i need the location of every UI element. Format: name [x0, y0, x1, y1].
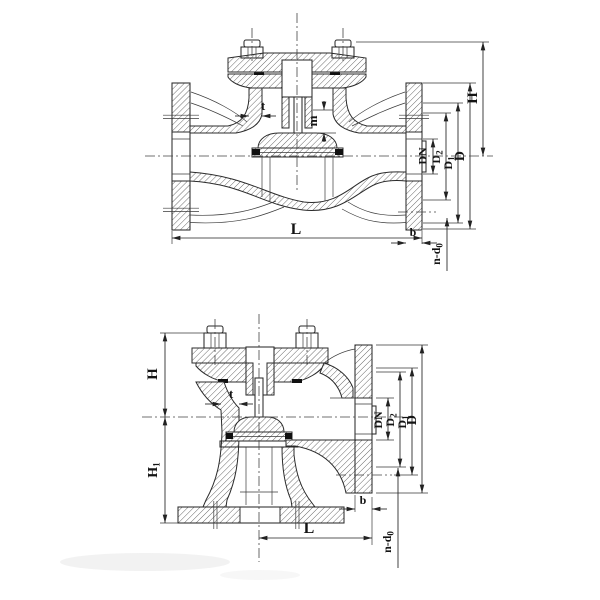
gasket-mark — [285, 433, 292, 439]
dim-label-D1: D1 — [441, 156, 457, 170]
dim-label-L: L — [304, 520, 315, 537]
body-lower-passage — [189, 171, 407, 224]
gasket-mark — [292, 379, 302, 383]
bottom-flange — [177, 501, 345, 529]
right-flange — [398, 82, 436, 231]
dim-label-D: D — [405, 415, 420, 425]
dim-label-D2: D2 — [383, 413, 399, 427]
body-top-flange-left — [195, 362, 247, 383]
guide-wall — [304, 96, 313, 129]
outlet-passage — [285, 348, 356, 494]
right-shell-wall — [281, 446, 316, 508]
gasket-mark — [330, 71, 340, 75]
dimensions-bottom-view: H H1 t DN D2 D1 D — [145, 332, 428, 568]
outlet-upper-wall — [319, 362, 354, 399]
paper-smudge — [220, 570, 300, 580]
dim-label-H1: H1 — [146, 462, 162, 478]
dim-label-L: L — [291, 221, 302, 238]
dim-label-n-d0: n-d0 — [429, 243, 445, 265]
left-flange — [163, 82, 199, 231]
dim-label-D1: D1 — [395, 415, 411, 429]
disc-assembly — [251, 132, 344, 201]
bottom-valve-view: H H1 t DN D2 D1 D — [142, 314, 428, 568]
seat-bore — [261, 157, 334, 201]
gasket-mark — [226, 433, 233, 439]
outlet-flange — [354, 344, 377, 494]
dim-label-H: H — [145, 368, 161, 380]
bolt-centerlines — [251, 28, 344, 64]
dim-label-b: b — [360, 493, 367, 507]
paper-smudge — [60, 553, 230, 571]
guide-wall — [266, 362, 275, 396]
dim-label-m: m — [305, 115, 320, 126]
gasket-mark — [254, 71, 264, 75]
dim-label-t: t — [261, 98, 266, 113]
valve-stem — [293, 96, 303, 136]
top-valve-view: t m L b DN D2 D1 — [145, 13, 493, 271]
centerlines-top-view — [145, 13, 493, 190]
guide-wall — [245, 362, 254, 396]
guide-wall — [281, 96, 290, 129]
raised-face — [421, 140, 427, 173]
gasket-mark — [335, 149, 343, 155]
disc-dome — [257, 132, 338, 149]
dim-label-H: H — [465, 92, 481, 104]
centerlines-bottom-view — [142, 314, 403, 562]
dim-label-n-d0: n-d0 — [380, 531, 396, 553]
bolt-centerlines — [214, 319, 308, 368]
gasket-mark — [252, 149, 260, 155]
dim-label-t: t — [229, 386, 234, 401]
dim-label-DN: DN — [371, 411, 385, 429]
dim-label-b: b — [410, 225, 417, 239]
raised-face — [371, 405, 377, 435]
gasket-mark — [218, 379, 228, 383]
dim-label-D2: D2 — [429, 150, 445, 164]
outlet-lower-wall — [285, 439, 356, 494]
body-top-flange-right — [311, 73, 367, 89]
body-top-flange-left — [227, 73, 283, 89]
